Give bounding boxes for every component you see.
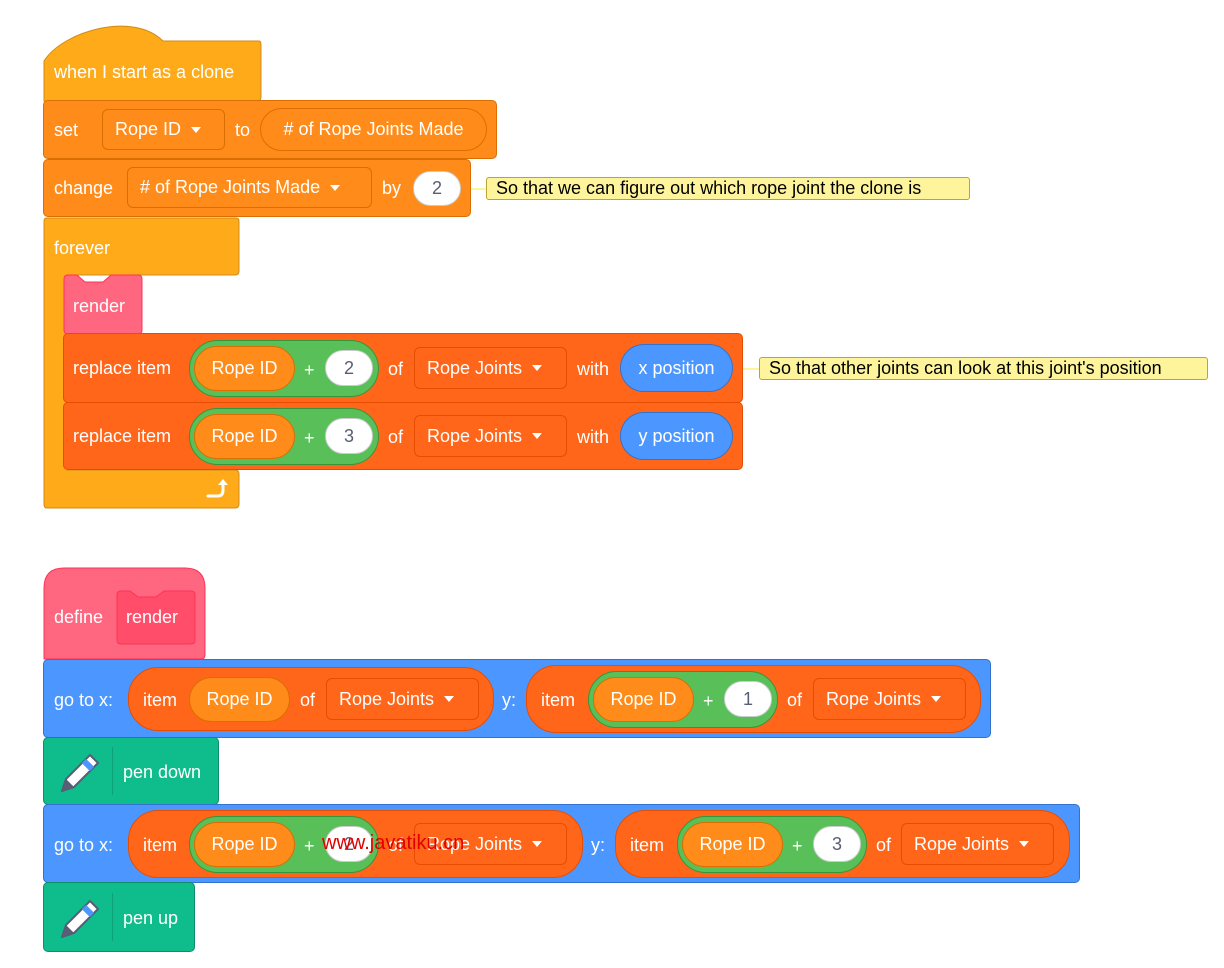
reporter-y-position[interactable]: y position xyxy=(620,412,733,460)
plus-operator: + xyxy=(304,836,315,856)
plus-operator: + xyxy=(792,836,803,856)
y-label: y: xyxy=(502,690,517,710)
change-amount-input[interactable]: 2 xyxy=(413,171,461,206)
define-prototype-block[interactable] xyxy=(116,590,198,646)
of-label: of xyxy=(388,427,404,447)
replace-item-label: replace item xyxy=(73,426,172,446)
list-dropdown-rope-joints[interactable]: Rope Joints xyxy=(414,347,567,389)
reporter-rope-id[interactable]: Rope ID xyxy=(194,414,295,459)
pen-up-label: pen up xyxy=(123,908,179,928)
list-dropdown-rope-joints[interactable]: Rope Joints xyxy=(414,415,567,457)
comment-connector xyxy=(743,368,759,370)
item-label: item xyxy=(630,835,665,855)
plus-operator: + xyxy=(304,360,315,380)
set-variable-dropdown[interactable]: Rope ID xyxy=(102,109,225,150)
change-variable-dropdown[interactable]: # of Rope Joints Made xyxy=(127,167,372,208)
offset-input[interactable]: 3 xyxy=(813,826,861,862)
change-by-label: by xyxy=(382,178,402,198)
list-dropdown-rope-joints[interactable]: Rope Joints xyxy=(326,678,479,720)
of-label: of xyxy=(787,690,803,710)
define-label: define xyxy=(54,607,104,627)
dropdown-caret-icon xyxy=(532,841,543,847)
comment-note-clone-id[interactable]: So that we can figure out which rope joi… xyxy=(486,177,970,200)
forever-label: forever xyxy=(54,238,111,258)
reporter-rope-id[interactable]: Rope ID xyxy=(194,346,295,391)
reporter-rope-id[interactable]: Rope ID xyxy=(189,677,290,722)
reporter-rope-id[interactable]: Rope ID xyxy=(194,822,295,867)
pen-up-block[interactable] xyxy=(43,882,195,952)
change-label: change xyxy=(54,178,114,198)
pen-divider xyxy=(112,893,113,941)
item-label: item xyxy=(541,690,576,710)
offset-input[interactable]: 2 xyxy=(325,350,373,386)
hat-block-when-start-as-clone[interactable] xyxy=(43,21,263,103)
item-label: item xyxy=(143,835,178,855)
comment-note-joint-position[interactable]: So that other joints can look at this jo… xyxy=(759,357,1208,380)
go-to-x-label: go to x: xyxy=(54,835,114,855)
offset-input[interactable]: 2 xyxy=(325,826,373,862)
list-dropdown-rope-joints[interactable]: Rope Joints xyxy=(414,823,567,865)
of-label: of xyxy=(300,690,316,710)
define-name: render xyxy=(126,607,179,627)
go-to-x-label: go to x: xyxy=(54,690,114,710)
reporter-rope-id[interactable]: Rope ID xyxy=(682,822,783,867)
comment-connector xyxy=(471,188,487,190)
dropdown-caret-icon xyxy=(330,184,341,191)
plus-operator: + xyxy=(703,691,714,711)
dropdown-caret-icon xyxy=(444,696,455,702)
forever-block[interactable] xyxy=(43,217,243,512)
of-label: of xyxy=(876,835,892,855)
loop-arrow-icon xyxy=(206,479,228,498)
set-variable-name: Rope ID xyxy=(115,119,182,139)
list-dropdown-rope-joints[interactable]: Rope Joints xyxy=(813,678,966,720)
pen-icon xyxy=(61,754,99,792)
dropdown-caret-icon xyxy=(1019,841,1030,847)
pen-icon xyxy=(61,900,99,938)
set-to-label: to xyxy=(235,120,251,140)
replace-item-label: replace item xyxy=(73,358,172,378)
reporter-rope-joints-made[interactable]: # of Rope Joints Made xyxy=(260,108,487,151)
set-label: set xyxy=(54,120,79,140)
pen-divider xyxy=(112,747,113,795)
with-label: with xyxy=(577,359,610,379)
dropdown-caret-icon xyxy=(931,696,942,702)
watermark-text: www.javatiku.cn xyxy=(322,832,465,854)
dropdown-caret-icon xyxy=(532,433,543,439)
list-dropdown-rope-joints[interactable]: Rope Joints xyxy=(901,823,1054,865)
change-variable-name: # of Rope Joints Made xyxy=(140,177,321,197)
of-label: of xyxy=(388,835,404,855)
with-label: with xyxy=(577,427,610,447)
plus-operator: + xyxy=(304,428,315,448)
item-label: item xyxy=(143,690,178,710)
reporter-x-position[interactable]: x position xyxy=(620,344,733,392)
dropdown-caret-icon xyxy=(532,365,543,371)
y-label: y: xyxy=(591,835,606,855)
pen-down-label: pen down xyxy=(123,762,202,782)
offset-input[interactable]: 1 xyxy=(724,681,772,717)
reporter-rope-id[interactable]: Rope ID xyxy=(593,677,694,722)
dropdown-caret-icon xyxy=(191,126,202,133)
render-call-label: render xyxy=(73,296,126,316)
of-label: of xyxy=(388,359,404,379)
offset-input[interactable]: 3 xyxy=(325,418,373,454)
hat-label: when I start as a clone xyxy=(54,62,235,82)
